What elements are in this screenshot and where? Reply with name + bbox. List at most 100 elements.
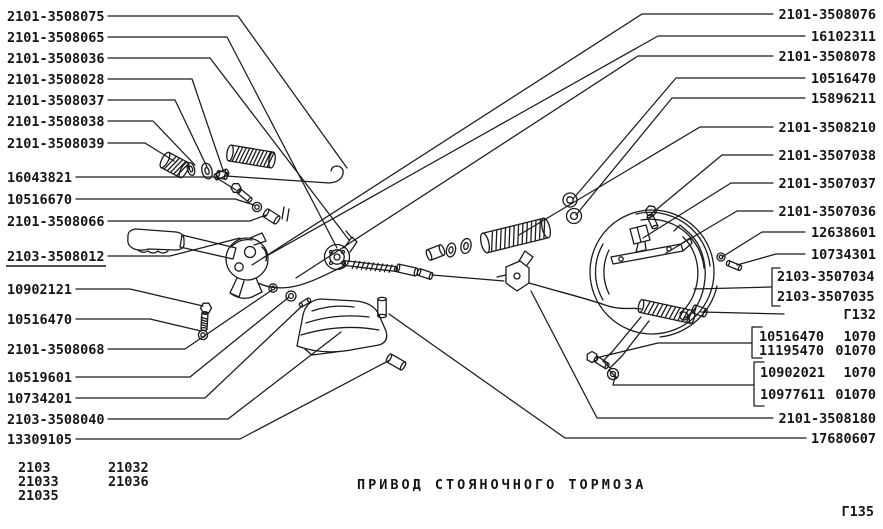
leader-line	[75, 359, 391, 440]
applicability-code: 01070	[835, 343, 876, 359]
brake-shoe	[635, 211, 711, 269]
leader-line	[642, 182, 774, 239]
model-code: 2103	[18, 460, 51, 476]
part-number-label: 2101-3508037	[7, 93, 105, 109]
label-brackets	[751, 267, 781, 407]
boot-pin-a	[377, 296, 387, 319]
leader-line	[295, 55, 774, 279]
expander-fork	[602, 316, 650, 369]
leader-line	[107, 120, 196, 166]
sheet-reference-label: Г132	[843, 307, 876, 323]
fork-nut	[606, 367, 620, 381]
leader-line	[599, 342, 753, 358]
boot-pin-b	[385, 353, 407, 371]
washer-small-a	[186, 162, 196, 176]
guide-pulley	[323, 230, 358, 271]
part-number-label-assembly: 2103-3508012	[7, 249, 105, 265]
leader-line	[693, 286, 772, 290]
part-number-label: 10902021	[760, 365, 825, 381]
washer-mid-b	[460, 237, 472, 255]
part-number-label: 2103-3508040	[7, 412, 105, 428]
part-number-label: 2101-3508210	[778, 120, 876, 136]
part-number-label: 10516470	[7, 312, 72, 328]
leader-line	[107, 15, 348, 169]
leader-line	[107, 331, 342, 420]
lever-washer	[716, 252, 726, 262]
brake-backplate	[589, 209, 718, 338]
leader-line	[518, 126, 774, 236]
washer-mid-a	[445, 242, 457, 258]
sheet-code: Г135	[841, 504, 874, 520]
footer: 2103 21033 21035 21032 21036 ПРИВОД СТОЯ…	[18, 460, 874, 520]
leader-line	[262, 35, 806, 259]
part-number-label: 2101-3508038	[7, 114, 105, 130]
leader-line	[650, 154, 774, 215]
spacer-bushing	[425, 244, 446, 261]
part-number-label: 10734301	[811, 247, 876, 263]
leader-line	[251, 13, 774, 266]
applicability-code: 01070	[835, 387, 876, 403]
lever-bushing	[262, 206, 290, 225]
model-code: 21035	[18, 488, 59, 504]
shoe-bolt	[644, 205, 659, 230]
part-number-label: 16043821	[7, 170, 72, 186]
lever-pin	[725, 259, 743, 272]
model-code: 21036	[108, 474, 149, 490]
part-number-label: 2101-3508039	[7, 136, 105, 152]
leader-line	[575, 97, 806, 216]
lever-nut	[251, 201, 263, 213]
part-number-label: 2101-3508036	[7, 51, 105, 67]
part-number-label: 2101-3508076	[778, 7, 876, 23]
leader-line	[107, 289, 273, 350]
adjuster-nut-b	[565, 207, 583, 225]
leader-line	[107, 99, 208, 168]
part-number-label: 2101-3508065	[7, 30, 105, 46]
leader-line	[107, 214, 267, 222]
bracket	[771, 267, 781, 307]
equalizer	[496, 250, 534, 292]
part-number-label: 13309105	[7, 432, 72, 448]
figure-title: ПРИВОД СТОЯНОЧНОГО ТОРМОЗА	[357, 477, 646, 493]
leader-line	[107, 142, 175, 162]
lever-bolt	[230, 183, 253, 203]
part-number-label: 2101-3508028	[7, 72, 105, 88]
part-number-label: 12638601	[811, 225, 876, 241]
fork-bolt	[586, 350, 610, 370]
left-label-column: 2101-3508075 2101-3508065 2101-3508036 2…	[6, 9, 106, 448]
part-number-label: 2101-3508066	[7, 214, 105, 230]
model-code: 21033	[18, 474, 59, 490]
part-number-label: 10734201	[7, 391, 72, 407]
lever-mount-bolt	[199, 302, 213, 332]
part-number-label: 2101-3508180	[778, 411, 876, 427]
part-number-label: 10516670	[7, 192, 72, 208]
part-number-label: 10519601	[7, 370, 72, 386]
part-number-label: 2101-3507037	[778, 176, 876, 192]
bracket	[753, 361, 765, 407]
leader-line	[75, 296, 290, 378]
leader-line	[665, 210, 774, 254]
leader-line	[572, 77, 806, 200]
leader-lines	[75, 13, 807, 440]
part-number-label: 11195470	[759, 343, 824, 359]
leader-line	[388, 313, 807, 439]
applicability-code: 1070	[843, 329, 876, 345]
part-number-label: 2101-3508078	[778, 49, 876, 65]
leader-line	[75, 176, 237, 191]
part-number-label: 2101-3507036	[778, 204, 876, 220]
leader-line	[75, 288, 204, 307]
part-number-label: 10516470	[811, 71, 876, 87]
lock-ring	[285, 290, 297, 302]
part-number-label: 2101-3508068	[7, 342, 105, 358]
part-number-label: 2103-3507034	[777, 269, 875, 285]
leader-line	[107, 36, 338, 249]
applicability-code: 1070	[843, 365, 876, 381]
leader-line	[75, 318, 202, 332]
part-number-label: 15896211	[811, 91, 876, 107]
leader-line	[107, 237, 241, 257]
exploded-parts-drawing	[127, 144, 743, 381]
pull-rod	[215, 165, 344, 184]
latch-spring	[226, 144, 276, 169]
tunnel-boot	[296, 298, 388, 356]
part-number-label: 2103-3507035	[777, 289, 875, 305]
